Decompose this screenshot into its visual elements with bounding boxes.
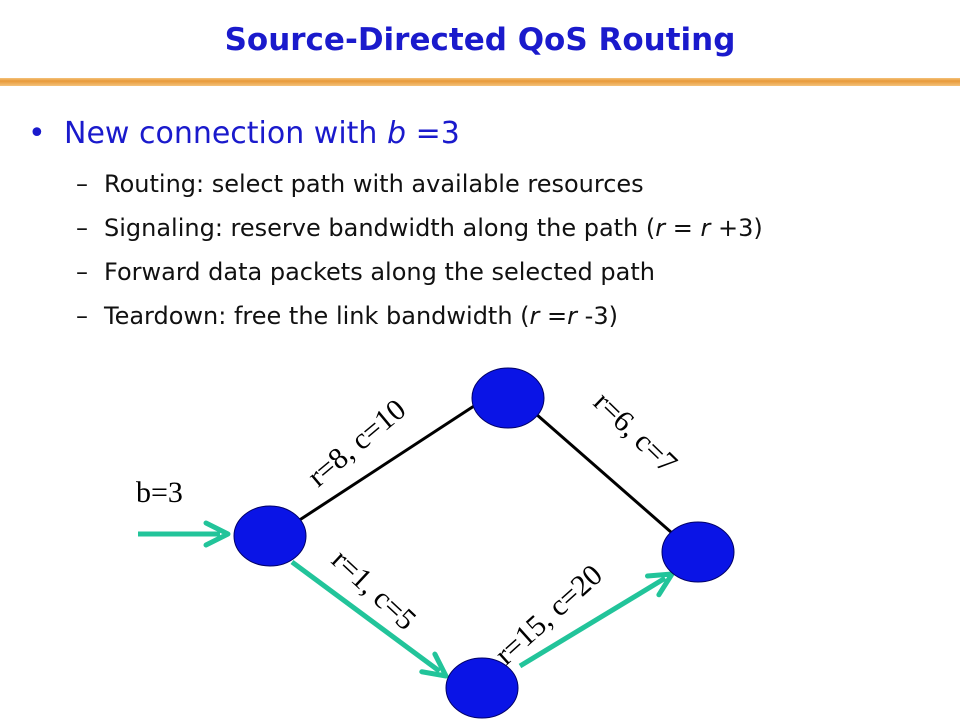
sub-bullet-text: r: [700, 214, 711, 242]
page-title: Source-Directed QoS Routing: [224, 22, 736, 58]
arrowhead-icon: [419, 651, 449, 679]
node-right: [661, 521, 735, 583]
demand-label: b=3: [136, 476, 183, 509]
sub-bullet-text: =: [539, 302, 568, 330]
link-top-right: [535, 412, 681, 542]
sub-bullet-text: r: [567, 302, 578, 330]
bullet-var: b: [386, 116, 407, 151]
arrowhead-icon: [203, 520, 231, 548]
dash-icon: –: [76, 214, 88, 242]
dash-icon: –: [76, 258, 88, 286]
sub-bullet-text: r: [529, 302, 540, 330]
bullet-text-after: =3: [406, 116, 460, 151]
node-top: [471, 367, 545, 429]
link-label-bottom-right: r=15, c=20: [489, 558, 609, 671]
arrowhead-icon: [644, 571, 675, 598]
node-source: [233, 505, 307, 567]
dash-icon: –: [76, 170, 88, 198]
sub-bullet-text: =: [665, 214, 701, 242]
link-label-top-right: r=6, c=7: [587, 385, 683, 480]
path-arrow-bottom-right: [518, 571, 675, 669]
sub-bullet: –Routing: select path with available res…: [76, 170, 644, 198]
sub-bullet-text: r: [655, 214, 666, 242]
sub-bullet-text: Signaling: reserve bandwidth along the p…: [104, 214, 656, 242]
sub-bullet: –Signaling: reserve bandwidth along the …: [76, 214, 763, 242]
path-arrow-source-bottom: [290, 559, 449, 679]
link-source-top: [297, 404, 475, 523]
sub-bullet-text: +3): [710, 214, 763, 242]
sub-bullet: –Forward data packets along the selected…: [76, 258, 655, 286]
demand-arrow: [138, 520, 231, 548]
sub-bullet-text: Routing: select path with available reso…: [104, 170, 644, 198]
link-label-source-top: r=8, c=10: [301, 393, 412, 494]
dash-icon: –: [76, 302, 88, 330]
sub-bullet-text: Teardown: free the link bandwidth (: [104, 302, 530, 330]
sub-bullet-text: Forward data packets along the selected …: [104, 258, 655, 286]
title-divider: [0, 78, 960, 86]
main-bullet-text: New connection with b =3: [64, 116, 460, 151]
bullet-dot-icon: •: [28, 116, 46, 151]
bullet-text-before: New connection with: [64, 116, 387, 151]
sub-bullet-text: -3): [577, 302, 618, 330]
node-bottom: [445, 657, 519, 719]
sub-bullet: –Teardown: free the link bandwidth (r =r…: [76, 302, 618, 330]
